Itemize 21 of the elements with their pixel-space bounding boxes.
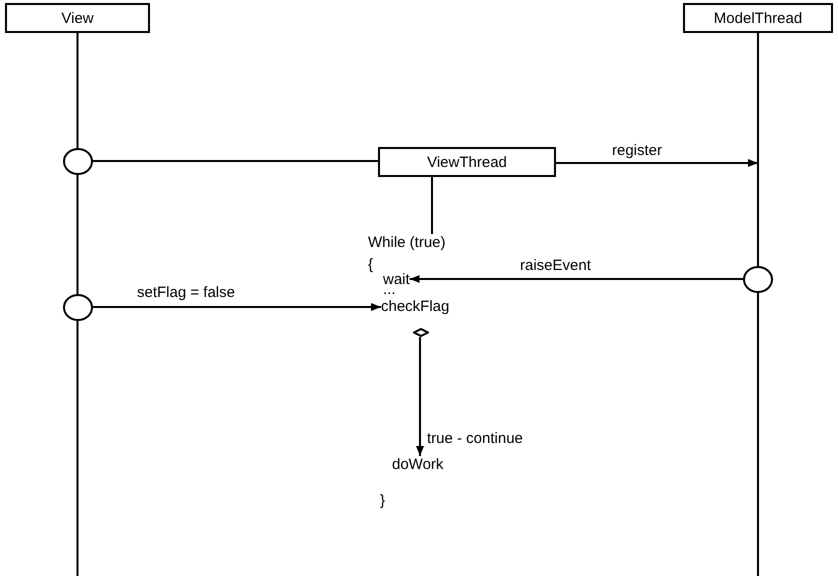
brace-text: }	[380, 492, 386, 510]
lifeline-head-drawing: ModelThread	[683, 3, 833, 576]
arrow	[92, 303, 381, 311]
connector-line	[92, 160, 378, 162]
arrow	[556, 159, 758, 167]
brace-text: {	[368, 256, 374, 274]
edge-label: true - continue	[427, 430, 523, 448]
decision-diamond	[413, 328, 429, 337]
activation-circle	[743, 266, 773, 293]
code-text: While (true)	[368, 234, 446, 252]
code-text: doWork	[392, 456, 444, 474]
edge-label: setFlag = false	[137, 284, 235, 302]
activation-circle	[62, 294, 92, 321]
activation-circle	[62, 148, 92, 175]
connector-line	[431, 177, 433, 234]
edge-label: raiseEvent	[520, 257, 591, 275]
arrow	[416, 337, 424, 456]
edge-label: register	[612, 142, 662, 160]
arrow	[410, 275, 743, 283]
code-text: checkFlag	[381, 298, 450, 316]
process-box: ViewThread	[378, 147, 556, 177]
